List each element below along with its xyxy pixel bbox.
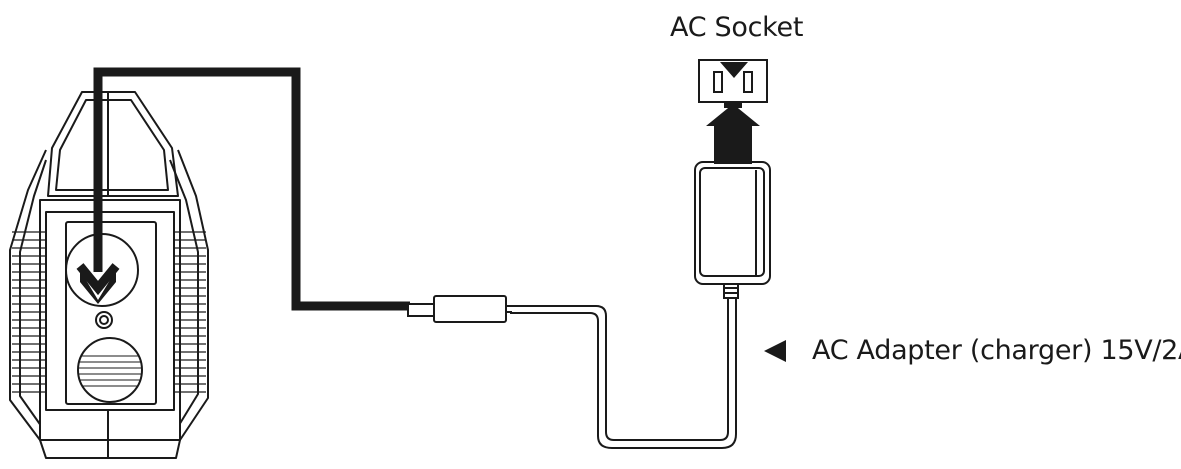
ac-adapter-brick-icon — [694, 161, 771, 285]
ac-adapter-label: AC Adapter (charger) 15V/2A — [812, 335, 1181, 366]
left-triangle-pointer-icon — [764, 340, 786, 362]
adapter-cable — [510, 281, 739, 449]
connection-arrow-path — [76, 67, 410, 311]
up-arrow-icon — [706, 100, 760, 164]
ac-socket-label: AC Socket — [670, 12, 804, 43]
power-station-icon — [9, 91, 209, 459]
dc-barrel-plug-icon — [407, 295, 512, 323]
ac-wall-socket-icon — [698, 59, 768, 103]
